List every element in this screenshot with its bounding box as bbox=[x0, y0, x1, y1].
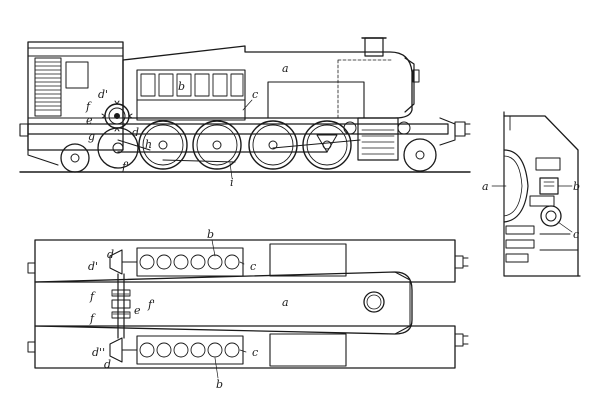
plan-smokestack bbox=[363, 291, 385, 313]
plan-boiler bbox=[34, 271, 413, 335]
smokestack bbox=[364, 37, 384, 57]
label-d1-plan-top: d' bbox=[88, 260, 98, 273]
battery-tank bbox=[136, 69, 246, 121]
label-h-side: h bbox=[145, 138, 152, 151]
driving-wheel-3 bbox=[248, 120, 298, 170]
plan-box-upper bbox=[269, 243, 347, 277]
label-b-plan-top: b bbox=[207, 228, 214, 241]
label-d1-side: d' bbox=[98, 88, 108, 101]
label-d-side: d bbox=[132, 126, 139, 139]
label-g-side: g bbox=[88, 130, 95, 143]
driving-wheel-1 bbox=[138, 120, 188, 170]
end-boiler-section bbox=[503, 149, 529, 223]
label-d-plan-top: d bbox=[107, 248, 114, 261]
plan-gear-train bbox=[109, 249, 138, 363]
rear-buffer bbox=[19, 123, 29, 137]
label-c-plan-bottom: c bbox=[252, 346, 258, 359]
label-c-plan-top: c bbox=[250, 260, 256, 273]
cab-hatched-panel bbox=[34, 57, 62, 117]
label-c-end: c bbox=[573, 228, 579, 241]
label-a-end: a bbox=[482, 180, 489, 193]
front-motor-block bbox=[343, 117, 411, 161]
rear-driving-gear-wheel bbox=[97, 127, 139, 169]
label-b-end: b bbox=[573, 180, 580, 193]
label-a-plan: a bbox=[282, 296, 289, 309]
cab-window bbox=[65, 61, 89, 89]
label-b-plan-bottom: b bbox=[216, 378, 223, 391]
label-f-side: f bbox=[85, 100, 92, 113]
front-truck-wheel bbox=[403, 138, 437, 172]
label-d11-plan: d'' bbox=[92, 346, 105, 359]
end-section-view: a b c bbox=[482, 111, 581, 277]
label-a-side: a bbox=[282, 62, 289, 75]
label-f-plan-left: f bbox=[89, 290, 96, 303]
label-b-side: b bbox=[178, 80, 185, 93]
rear-trailing-wheel bbox=[60, 143, 90, 173]
cab bbox=[27, 41, 124, 151]
end-gear-wheel bbox=[540, 205, 562, 227]
label-e-side: e bbox=[86, 114, 93, 127]
side-rods bbox=[117, 139, 361, 163]
end-window bbox=[535, 157, 561, 171]
gear-assembly bbox=[101, 100, 133, 132]
label-f1-side: f' bbox=[121, 160, 129, 173]
side-elevation-view: a b c d' f e d g h f' i bbox=[19, 37, 471, 189]
label-f-plan-left-2: f bbox=[89, 312, 96, 325]
boiler bbox=[122, 37, 420, 119]
plan-view: b c d d' a f f f' e d'' d c b bbox=[27, 228, 469, 391]
label-f1-plan: f' bbox=[147, 298, 155, 311]
front-buffer bbox=[454, 121, 466, 137]
plan-battery-upper bbox=[136, 247, 244, 277]
label-c-side: c bbox=[252, 88, 258, 101]
label-e-plan: e bbox=[134, 304, 141, 317]
plan-battery-lower bbox=[136, 335, 244, 365]
driving-wheel-2 bbox=[192, 120, 242, 170]
plan-box-lower bbox=[269, 333, 347, 367]
label-i-side: i bbox=[230, 176, 234, 189]
label-d-plan-bottom: d bbox=[104, 358, 111, 371]
